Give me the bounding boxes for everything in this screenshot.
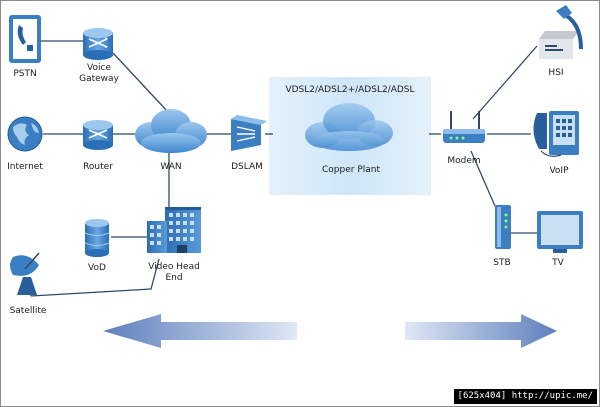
label-voice-gateway: Voice Gateway <box>79 63 119 84</box>
connection-lines <box>30 40 538 297</box>
link-satellite-path <box>30 258 160 297</box>
vod-database-icon <box>84 219 110 257</box>
image-host-footer: [625x404] http://upic.me/ <box>453 389 597 404</box>
link-voicegw-wan <box>112 52 170 114</box>
router-icon <box>83 120 113 150</box>
pstn-phone-icon <box>9 15 41 63</box>
tv-icon <box>537 211 583 253</box>
upstream-arrow-right <box>405 314 557 348</box>
label-dslam: DSLAM <box>231 162 263 172</box>
label-voip: VoIP <box>549 166 569 176</box>
label-tv: TV <box>552 258 564 268</box>
label-hsi: HSI <box>548 68 564 78</box>
video-head-end-building-icon <box>147 207 201 253</box>
dslam-icon <box>231 115 267 151</box>
downstream-arrow-left <box>103 314 297 348</box>
internet-globe-icon <box>7 116 43 152</box>
label-pstn: PSTN <box>13 69 37 79</box>
voice-gateway-icon <box>83 28 113 60</box>
label-satellite: Satellite <box>9 306 47 316</box>
copper-plant-cloud-icon <box>305 103 393 151</box>
voip-phone-icon <box>533 111 579 157</box>
label-copper-plant: Copper Plant <box>322 165 380 175</box>
label-internet: Internet <box>7 162 43 172</box>
label-modem: Modem <box>447 156 481 166</box>
label-copper-plant-title: VDSL2/ADSL2+/ADSL2/ADSL <box>285 85 415 95</box>
link-modem-hsi <box>472 45 538 120</box>
wan-cloud-icon <box>135 109 207 153</box>
link-modem-stb <box>470 150 496 207</box>
label-video-head-end: Video Head End <box>148 262 200 283</box>
label-stb: STB <box>493 258 511 268</box>
label-vod: VoD <box>88 263 106 273</box>
stb-icon <box>495 205 511 249</box>
satellite-dish-icon <box>10 252 40 295</box>
hsi-device-icon <box>539 5 583 59</box>
label-router: Router <box>83 162 113 172</box>
modem-icon <box>443 111 485 143</box>
label-wan: WAN <box>160 162 182 172</box>
